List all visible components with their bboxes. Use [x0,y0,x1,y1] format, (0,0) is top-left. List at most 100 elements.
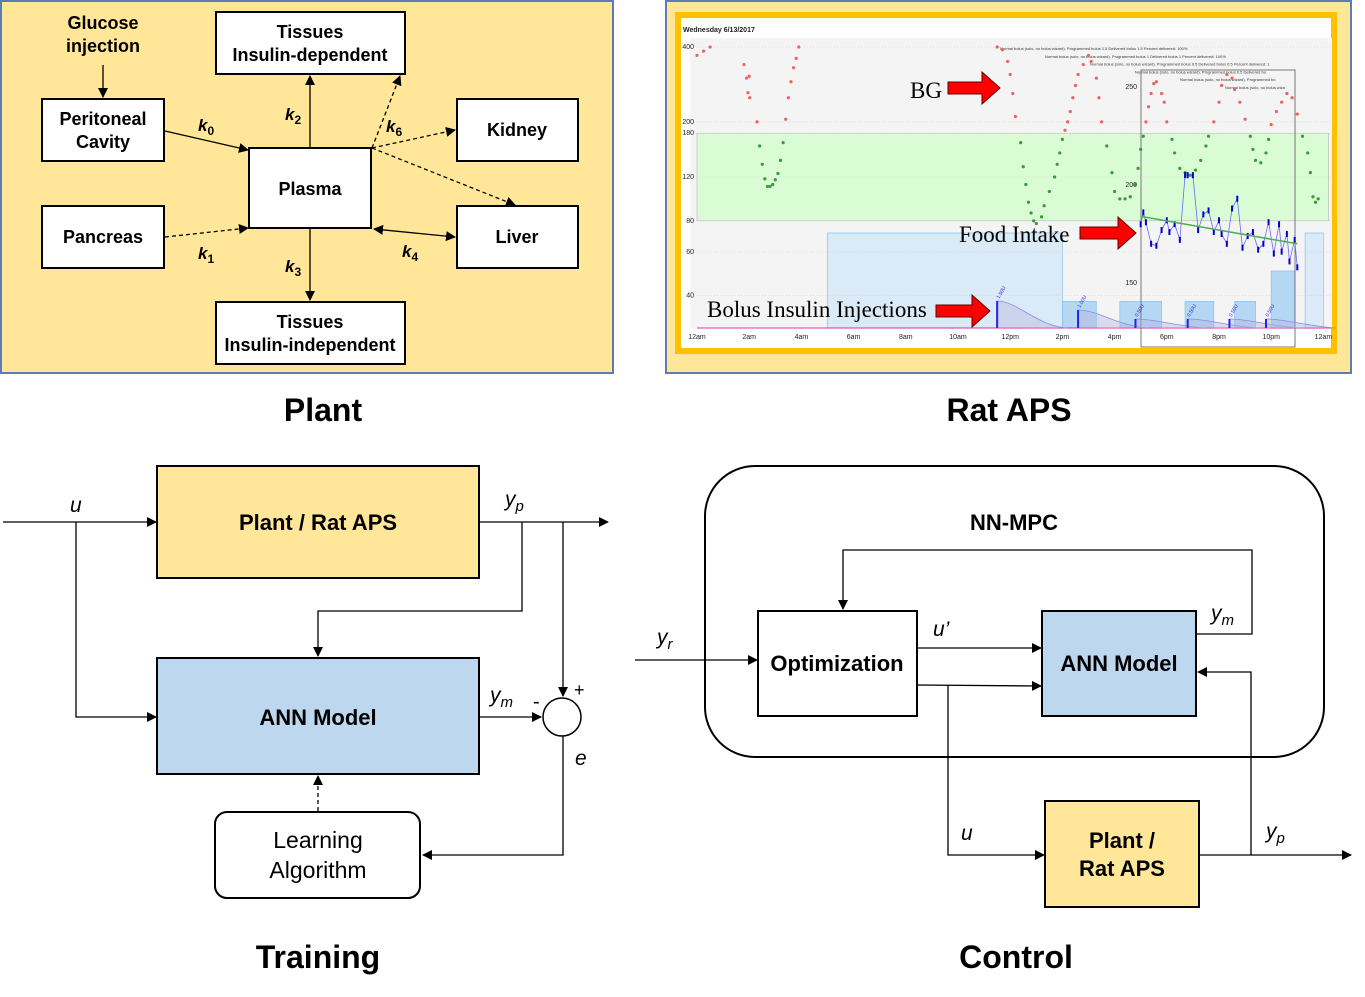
bg-point [1204,144,1208,148]
bg-point [1253,158,1258,162]
bg-point [773,178,777,182]
food-point [1191,172,1194,179]
control-ann-label: ANN Model [1060,651,1177,676]
target-range-band [696,132,1329,222]
bg-point [1243,117,1247,121]
food-point [1246,232,1249,239]
bg-point [1173,151,1177,155]
bg-point [701,49,706,53]
y-tick-label: 60 [686,249,694,256]
food-point [1142,209,1145,216]
food-point [1220,231,1223,237]
bg-point [1233,87,1237,92]
food-point [1150,240,1153,247]
bg-point [1026,200,1031,204]
bg-point [763,177,767,181]
k4-arrow [373,224,456,242]
right-tick-label: 250 [1125,84,1137,91]
bg-point [1274,109,1279,114]
bg-point [1308,171,1312,175]
food-intake-annotation: Food Intake [959,222,1070,247]
bg-point [1052,175,1057,179]
x-tick-label: 2pm [1056,334,1070,341]
bg-point [1144,120,1148,124]
food-point [1212,229,1215,236]
u-to-ann-arrow-control [916,680,1042,691]
bg-point [744,76,749,80]
rat-aps-caption: Rat APS [946,392,1071,428]
bg-point [1225,72,1229,77]
bg-point [1238,100,1242,104]
bg-point [758,144,762,148]
pancreas-label: Pancreas [63,227,143,247]
yr-label: yr [655,626,674,653]
bg-point [1055,162,1059,166]
bg-point [768,184,772,189]
control-plant-box [1044,800,1200,908]
food-point [1178,236,1181,243]
food-point [1202,211,1205,218]
y-tick-label: 80 [686,218,694,225]
bg-point [1021,165,1025,169]
control-plant-label: Plant /Rat APS [1079,828,1165,881]
bg-point [1311,195,1315,199]
bg-point [742,62,746,67]
yp-to-ann-arrow [313,522,523,657]
kidney-label: Kidney [487,120,547,140]
food-point [1197,227,1200,234]
food-point [1267,219,1270,226]
bg-point [995,45,999,49]
yp-to-ann-arrow-control [1197,667,1252,855]
bg-point [1047,189,1051,194]
food-point [1173,221,1176,228]
food-point [1186,172,1189,179]
k6-arrow-liver [371,147,516,207]
food-point [1288,258,1291,265]
bolus-note: Normal bolus (solo, no bolus wizard). Pr… [1045,54,1226,59]
bg-point [760,162,764,166]
bolus-note: Normal bolus (solo, no bolus wiza [1225,85,1286,90]
x-tick-label: 8am [899,334,913,341]
training-plant-label: Plant / Rat APS [239,510,397,535]
bg-point [1097,96,1101,100]
x-tick-label: 4pm [1108,334,1122,341]
food-point [1155,242,1158,249]
bg-point [1159,91,1164,96]
bg-point [1076,72,1080,77]
food-arrow-icon [1079,215,1137,251]
food-point [1207,207,1210,214]
bg-point [1295,112,1299,116]
food-overlay-frame [1140,69,1296,348]
bg-point [1162,100,1166,104]
bg-point [1280,100,1284,104]
ym-feedback-arrow [838,549,1253,635]
bg-point [1089,59,1093,64]
control-diagram: NN-MPC Optimization ANN Model Plant /Rat… [635,465,1352,908]
bg-point [1099,120,1104,124]
optimization-box [757,610,918,717]
bg-point [1264,151,1268,155]
k1-label: k1 [198,244,214,266]
bg-point [784,117,788,121]
u-to-ann-arrow [75,522,157,722]
bg-point [789,80,793,84]
plus-sign: + [574,680,585,700]
bg-point [1024,182,1028,187]
control-yp-label: yp [1264,820,1285,847]
plant-caption: Plant [284,392,363,428]
bg-point [791,66,796,70]
bg-point [1060,137,1064,142]
bg-point [1005,59,1010,64]
nn-mpc-label: NN-MPC [970,510,1058,535]
learning-algorithm-box [214,811,421,899]
bg-point [1042,204,1046,208]
tissues-insulin-dependent-box [215,11,406,75]
bg-point [1212,120,1216,124]
k6-arrow-kidney [371,127,456,149]
k0-label: k0 [198,116,214,138]
bg-point [1081,62,1085,67]
